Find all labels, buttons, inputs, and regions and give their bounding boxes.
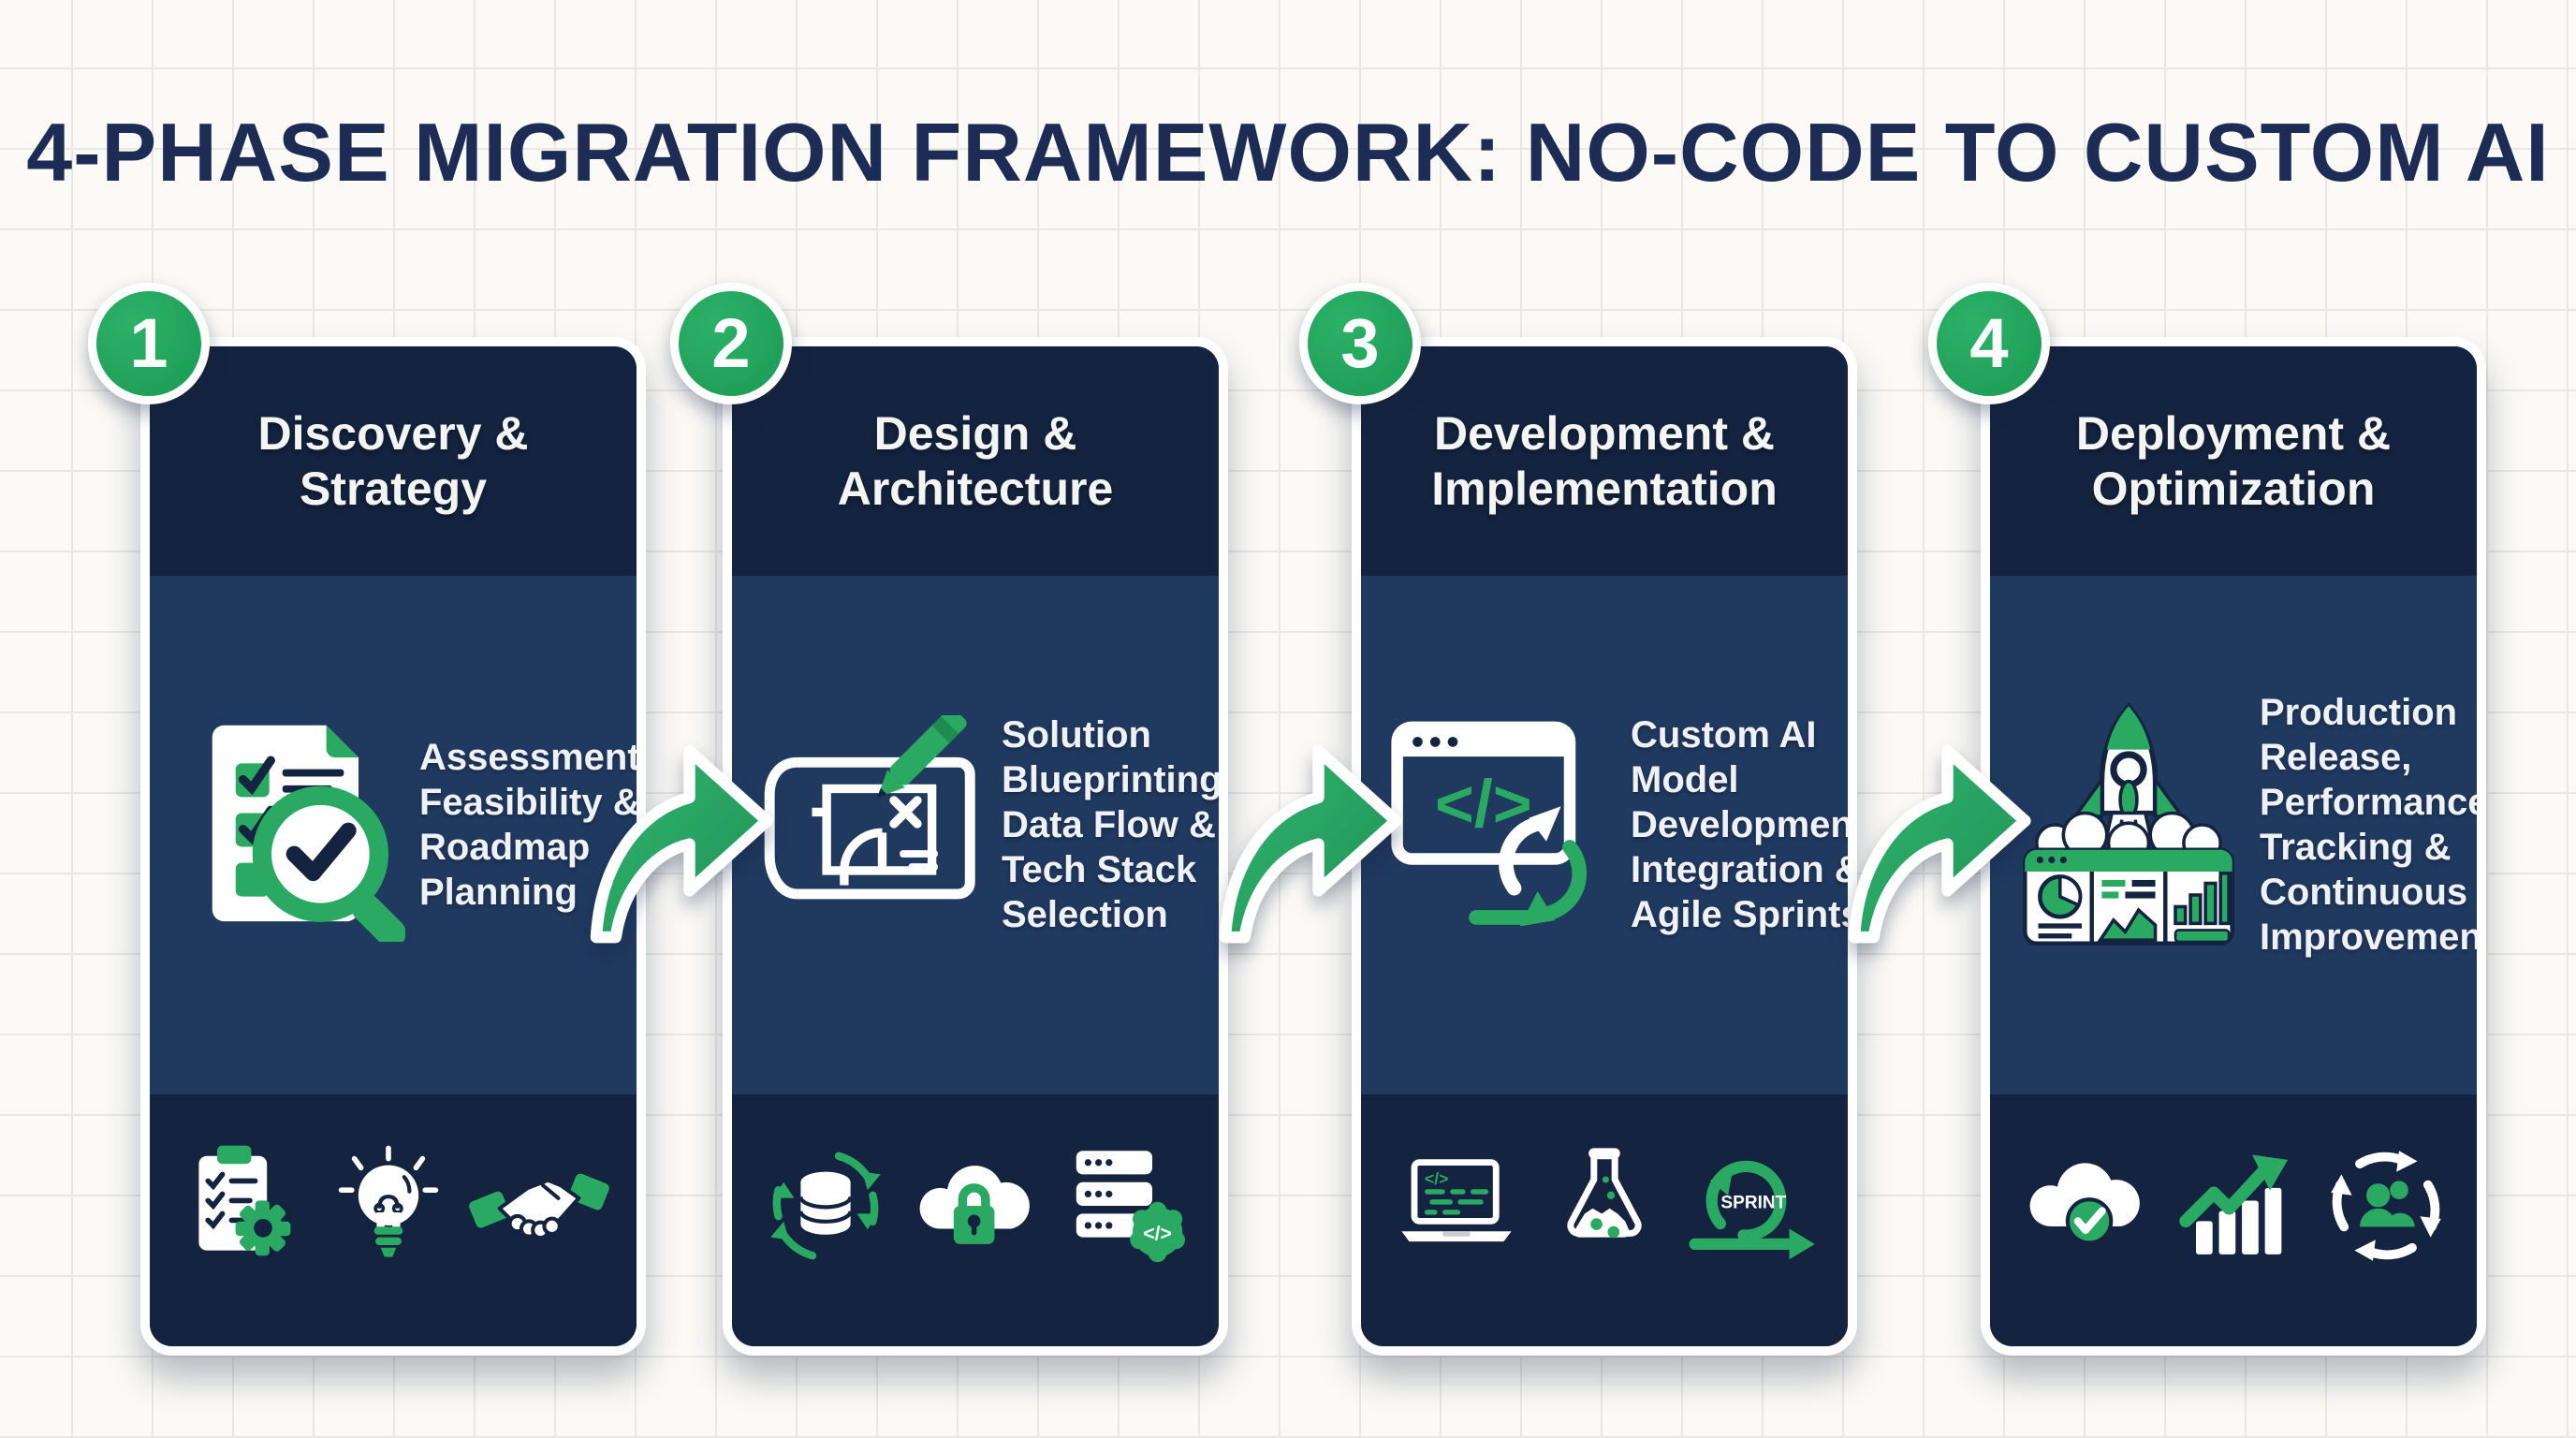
server-code-glyph: </> — [1143, 1223, 1171, 1244]
page-title: 4-PHASE MIGRATION FRAMEWORK: NO-CODE TO … — [26, 106, 2550, 198]
laptop-code-icon: </> — [1386, 1140, 1527, 1276]
sprint-loop-icon: SPRINT — [1682, 1140, 1822, 1276]
clipboard-gear-icon — [178, 1140, 309, 1276]
lightbulb-icon — [323, 1140, 454, 1276]
phase-2-number-badge: 2 — [670, 283, 792, 404]
server-code-icon: </> — [1061, 1140, 1192, 1276]
cloud-lock-icon — [905, 1140, 1046, 1276]
code-window-agile-icon: </> — [1382, 715, 1617, 935]
team-sync-icon — [2320, 1140, 2452, 1276]
phase-1-title: Discovery & Strategy — [257, 406, 529, 515]
handshake-icon — [468, 1140, 609, 1276]
phase-1-description: Assessment, Feasibility & Roadmap Planni… — [419, 737, 646, 913]
phase-2-header: Design & Architecture — [732, 346, 1219, 576]
phase-4-title: Deployment & Optimization — [2075, 406, 2392, 515]
cloud-check-icon — [2015, 1140, 2156, 1276]
phase-3-title: Development & Implementation — [1431, 406, 1778, 515]
phase-4-number-badge: 4 — [1928, 283, 2050, 404]
phase-1-body: Assessment, Feasibility & Roadmap Planni… — [150, 576, 637, 1094]
phase-2-title: Design & Architecture — [837, 406, 1114, 515]
phase-3-number-badge: 3 — [1299, 283, 1421, 404]
flask-icon — [1539, 1140, 1670, 1276]
phase-4-body: Production Release, Performance Tracking… — [1990, 576, 2477, 1094]
phase-4-description: Production Release, Performance Tracking… — [2260, 692, 2486, 958]
phase-2-body: Solution Blueprinting, Data Flow & Tech … — [732, 576, 1219, 1094]
blueprint-pencil-icon — [753, 714, 988, 935]
arrow-phase2-to-phase3 — [1219, 744, 1402, 944]
phase-3-number: 3 — [1340, 304, 1380, 382]
phase-4-footer — [1990, 1094, 2477, 1346]
phase-1-footer — [150, 1094, 637, 1346]
rocket-dashboard-icon — [2011, 699, 2247, 950]
phase-1-header: Discovery & Strategy — [150, 346, 637, 576]
phase-1-number: 1 — [129, 304, 168, 382]
phase-2-footer: </> — [732, 1094, 1219, 1346]
phase-card-deployment-optimization: Deployment & Optimization — [1981, 337, 2486, 1356]
phase-2-number: 2 — [711, 304, 751, 382]
database-sync-icon — [760, 1140, 891, 1276]
phase-3-footer: </> — [1361, 1094, 1848, 1346]
phase-card-discovery-strategy: Discovery & Strategy Assessment, Feasibi — [140, 337, 646, 1356]
phase-1-number-badge: 1 — [88, 283, 210, 404]
laptop-code-glyph: </> — [1425, 1169, 1449, 1188]
phase-3-description: Custom AI Model Development, Integration… — [1631, 714, 1857, 935]
phase-3-header: Development & Implementation — [1361, 346, 1848, 576]
phase-4-header: Deployment & Optimization — [1990, 346, 2477, 576]
sprint-label: SPRINT — [1720, 1194, 1786, 1213]
phase-card-design-architecture: Design & Architecture — [723, 337, 1228, 1356]
phase-2-description: Solution Blueprinting, Data Flow & Tech … — [1002, 714, 1228, 935]
arrow-phase3-to-phase4 — [1848, 744, 2031, 944]
checklist-magnifier-icon — [170, 708, 406, 942]
growth-chart-icon — [2168, 1140, 2308, 1276]
phase-4-number: 4 — [1969, 304, 2009, 382]
phase-card-development-implementation: Development & Implementation </> Custom … — [1352, 337, 1857, 1356]
arrow-phase1-to-phase2 — [590, 744, 773, 944]
phase-3-body: </> Custom AI Model Development, Integra… — [1361, 576, 1848, 1094]
